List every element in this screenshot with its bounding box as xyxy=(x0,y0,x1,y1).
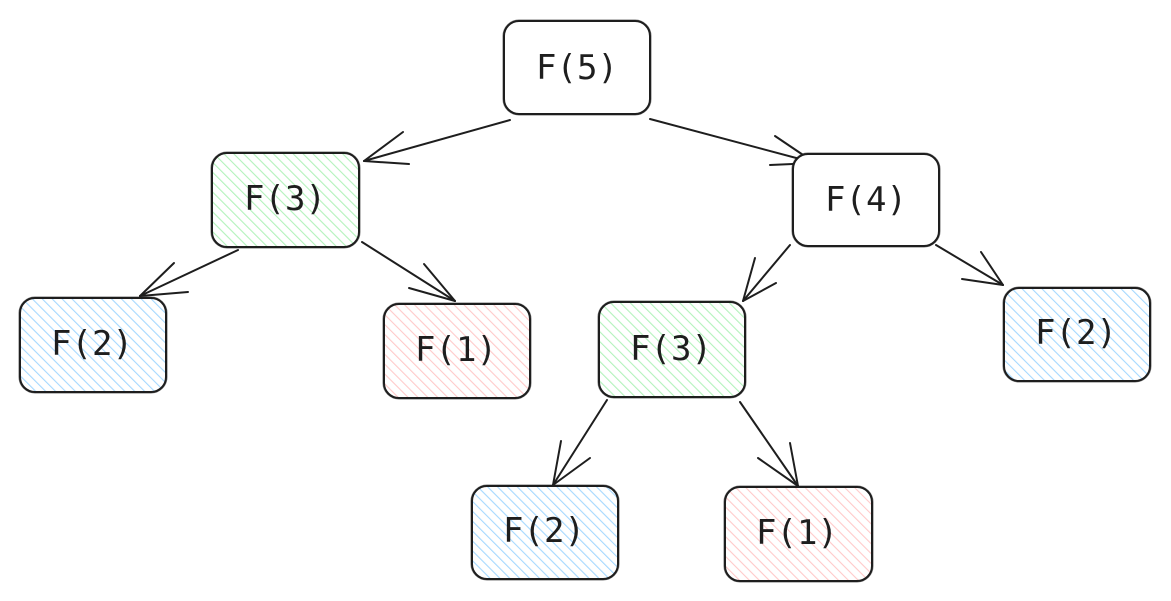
node-f1-left: F(1) xyxy=(382,302,532,400)
node-f4-label: F(4) xyxy=(825,180,907,220)
edge-f5-to-f4 xyxy=(649,118,816,166)
node-f1-bottom: F(1) xyxy=(723,485,874,583)
node-f2-left-label: F(2) xyxy=(51,324,133,364)
node-f3-left: F(3) xyxy=(210,151,361,249)
node-f5-label: F(5) xyxy=(536,48,618,88)
edge-f5-to-f3 xyxy=(363,119,511,165)
edge-f3-to-f1 xyxy=(361,241,456,302)
edge-f3-to-f1-bottom xyxy=(739,401,799,487)
node-f3-left-label: F(3) xyxy=(244,179,326,219)
node-f2-bottom-label: F(2) xyxy=(503,511,585,551)
node-f2-right: F(2) xyxy=(1002,286,1152,383)
node-f2-left: F(2) xyxy=(18,296,168,394)
node-f3-right-label: F(3) xyxy=(630,329,712,369)
edge-f3-to-f2-bottom xyxy=(552,399,608,486)
node-f1-bottom-label: F(1) xyxy=(756,513,838,553)
node-f3-right: F(3) xyxy=(597,300,747,399)
node-f1-left-label: F(1) xyxy=(415,330,497,370)
edge-f4-to-f2 xyxy=(935,244,1004,286)
edge-f3-to-f2 xyxy=(139,249,239,297)
node-f2-bottom: F(2) xyxy=(470,484,620,581)
node-f5: F(5) xyxy=(502,19,652,116)
edge-f4-to-f3 xyxy=(742,244,791,302)
node-f2-right-label: F(2) xyxy=(1035,313,1117,353)
node-f4: F(4) xyxy=(791,152,941,248)
